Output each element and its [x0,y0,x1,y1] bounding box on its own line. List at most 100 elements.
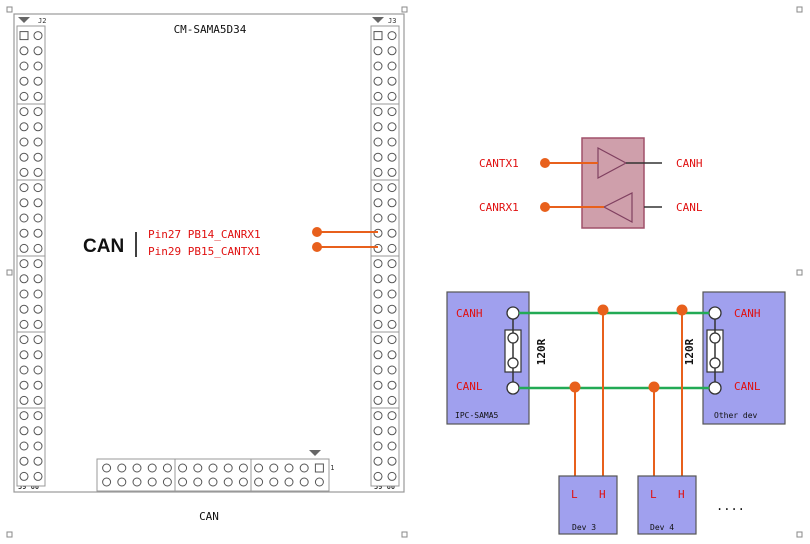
pin-tx-label: Pin29 PB15_CANTX1 [148,245,261,258]
junction-dev4-h [676,304,688,316]
header-pin [387,350,397,360]
header-pin [19,61,29,71]
board-outline [13,13,405,493]
header-pin [373,395,383,405]
header-pin [33,289,43,299]
header-pin [387,228,397,238]
header-pin [284,477,294,487]
header-pin [33,411,43,421]
header-pin [373,61,383,71]
header-pin [19,76,29,86]
header-pin [33,46,43,56]
header-pin [208,477,218,487]
header-pin [33,198,43,208]
header-pin [373,228,383,238]
header-pin [387,183,397,193]
header-pin [19,319,29,329]
header-pin [373,213,383,223]
node-left-canh-label: CANH [456,307,483,320]
header-pin [19,122,29,132]
header-pin [19,456,29,466]
node-left-canl-label: CANL [456,380,483,393]
header-pin [19,289,29,299]
header-pin [19,335,29,345]
header-pin [373,274,383,284]
header-pin [19,228,29,238]
header-pin [33,365,43,375]
junction-cantx1 [312,242,322,252]
header-pin [193,463,203,473]
header-j2 [16,25,46,487]
header-pin [373,426,383,436]
header-pin [373,107,383,117]
header-pin [193,477,203,487]
header-pin [33,350,43,360]
header-pin [387,91,397,101]
header-pin [299,477,309,487]
header-pin [387,152,397,162]
node-right-canh-terminal [708,306,722,320]
header-pin [33,471,43,481]
header-pin [33,304,43,314]
header-pin [373,319,383,329]
header-pin [387,380,397,390]
header-pin [387,335,397,345]
j1-pin1-marker [309,450,321,456]
header-pin [19,167,29,177]
term-right-top-terminal [709,332,721,344]
transceiver-canh-label: CANH [676,157,703,170]
header-pin [373,259,383,269]
header-pin [387,213,397,223]
header-pin [387,61,397,71]
header-pin [19,471,29,481]
junction-canrx1 [312,227,322,237]
header-pin [33,456,43,466]
transceiver-tx-label: CANTX1 [479,157,519,170]
header-pin [223,477,233,487]
page-frame-markers [6,6,803,538]
header-pin [387,137,397,147]
dev3-h-label: H [599,488,606,501]
junction-rx-out [540,202,550,212]
header-pin [314,477,324,487]
header-pin [373,122,383,132]
transceiver-canl-label: CANL [676,201,703,214]
header-pin [373,335,383,345]
header-pin [387,76,397,86]
header-pin [33,335,43,345]
header-pin-1 [373,31,383,41]
header-pin [33,137,43,147]
header-pin [19,411,29,421]
header-pin [33,213,43,223]
header-pin [269,477,279,487]
header-pin [132,463,142,473]
header-pin [373,441,383,451]
header-pin [19,107,29,117]
header-pin [19,380,29,390]
header-pin [387,274,397,284]
header-pin [373,91,383,101]
j2-pin1-marker [18,17,30,23]
header-pin [223,463,233,473]
header-pin [19,426,29,436]
header-pin [373,365,383,375]
board-title: CM-SAMA5D34 [174,23,247,36]
header-pin [373,167,383,177]
header-pin [373,380,383,390]
header-pin [19,198,29,208]
header-pin [117,463,127,473]
header-pin [33,122,43,132]
header-pin [373,76,383,86]
rx-receiver-triangle-icon [602,192,633,224]
header-pin [373,304,383,314]
j2-label: J2 [38,17,46,25]
j3-label: J3 [388,17,396,25]
header-pin [299,463,309,473]
header-pin [19,46,29,56]
term-right-bottom-terminal [709,357,721,369]
header-pin-1 [314,463,324,473]
header-pin [373,471,383,481]
header-pin [387,456,397,466]
header-pin [33,91,43,101]
term-left-label: 120R [535,338,548,365]
